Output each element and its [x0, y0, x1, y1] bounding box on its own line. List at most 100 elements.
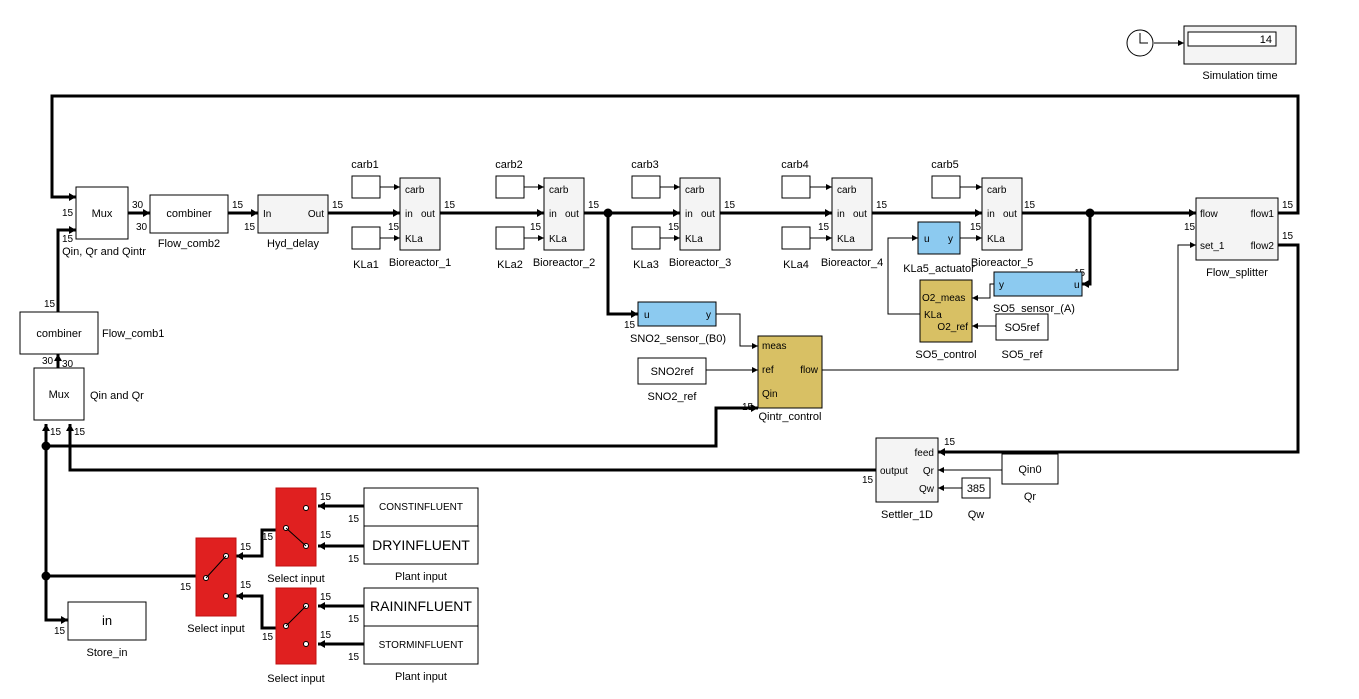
kla2-label: KLa2: [497, 259, 523, 271]
kla1-const-block[interactable]: [351, 226, 381, 250]
store-in-block[interactable]: in: [67, 601, 147, 641]
kla4-const-block[interactable]: [781, 226, 811, 250]
store-in-text: in: [102, 613, 112, 628]
sno2-ref-label: SNO2_ref: [648, 391, 698, 403]
reactor-in-port: in: [987, 209, 995, 220]
sno2-ref-text: SNO2ref: [651, 366, 695, 378]
reactor-in-port: in: [837, 209, 845, 220]
settler-block[interactable]: feed Qr Qw output: [875, 437, 939, 503]
simulation-time-value: 14: [1260, 34, 1272, 46]
select-input-mid[interactable]: [195, 537, 237, 617]
width-label: 15: [724, 200, 736, 211]
carb2-const-block[interactable]: [495, 175, 525, 199]
width-label: 15: [530, 222, 542, 233]
reactor-out-port: out: [1003, 209, 1017, 220]
width-label: 15: [668, 222, 680, 233]
kla3-label: KLa3: [633, 259, 659, 271]
carb4-label: carb4: [781, 159, 809, 171]
plant-input-bottom-block[interactable]: RAININFLUENT STORMINFLUENT: [363, 587, 479, 665]
reactor-out-port: out: [701, 209, 715, 220]
width-label: 15: [348, 554, 360, 565]
reactor-out-port: out: [421, 209, 435, 220]
store-in-label: Store_in: [87, 647, 128, 659]
width-label: 30: [62, 359, 74, 370]
sno2-sensor-block[interactable]: u y: [637, 301, 717, 327]
bioreactor-1-label: Bioreactor_1: [389, 257, 451, 269]
settler-qr-port: Qr: [923, 466, 935, 477]
clock-block[interactable]: [1126, 29, 1154, 57]
hyd-delay-block[interactable]: In Out: [257, 194, 329, 234]
qintr-qin-port: Qin: [762, 389, 778, 400]
flow-comb2-block[interactable]: combiner: [149, 194, 229, 234]
reactor-in-port: in: [685, 209, 693, 220]
reactor-carb-port: carb: [987, 185, 1007, 196]
carb3-const-block[interactable]: [631, 175, 661, 199]
so5-ref-block[interactable]: SO5ref: [995, 313, 1049, 341]
kla2-const-block[interactable]: [495, 226, 525, 250]
carb5-const-block[interactable]: [931, 175, 961, 199]
width-label: 15: [1282, 200, 1294, 211]
so5-ref-text: SO5ref: [1005, 322, 1041, 334]
mux-low-block[interactable]: Mux: [33, 367, 85, 421]
flow-splitter-block[interactable]: flow set_1 flow1 flow2: [1195, 197, 1279, 261]
kla5-actuator-block[interactable]: u y: [917, 221, 961, 255]
qintr-flow-port: flow: [800, 365, 819, 376]
mux-top-block[interactable]: Mux: [75, 186, 129, 240]
width-label: 15: [232, 200, 244, 211]
sno2-ref-block[interactable]: SNO2ref: [637, 357, 707, 385]
carb2-label: carb2: [495, 159, 523, 171]
bioreactor-4-label: Bioreactor_4: [821, 257, 883, 269]
storminfluent-label: STORMINFLUENT: [379, 640, 464, 651]
width-label: 15: [876, 200, 888, 211]
so5-control-block[interactable]: O2_meas KLa O2_ref: [919, 279, 973, 343]
raininfluent-label: RAININFLUENT: [370, 598, 472, 614]
clock-icon: [1139, 33, 1148, 44]
reactor-out-port: out: [853, 209, 867, 220]
junction-dots: [41, 208, 1095, 581]
carb1-label: carb1: [351, 159, 379, 171]
qintr-control-block[interactable]: meas ref Qin flow: [757, 335, 823, 409]
width-label: 15: [62, 234, 74, 245]
carb5-label: carb5: [931, 159, 959, 171]
reactor-carb-port: carb: [549, 185, 569, 196]
carb1-const-block[interactable]: [351, 175, 381, 199]
width-label: 15: [1024, 200, 1036, 211]
qw-const-block[interactable]: 385: [961, 477, 991, 499]
carb4-const-block[interactable]: [781, 175, 811, 199]
splitter-set-port: set_1: [1200, 241, 1225, 252]
mux-low-text: Mux: [49, 389, 70, 401]
so5-ref-label: SO5_ref: [1002, 349, 1044, 361]
qin0-text: Qin0: [1018, 464, 1041, 476]
bioreactor-5-label: Bioreactor_5: [971, 257, 1033, 269]
plant-input-top-block[interactable]: CONSTINFLUENT DRYINFLUENT: [363, 487, 479, 565]
plant-input-bottom-label: Plant input: [395, 671, 447, 683]
width-label: 15: [742, 402, 754, 413]
width-label: 15: [332, 200, 344, 211]
reactor-in-port: in: [549, 209, 557, 220]
width-label: 15: [818, 222, 830, 233]
bioreactor-3-label: Bioreactor_3: [669, 257, 731, 269]
reactor-carb-port: carb: [837, 185, 857, 196]
simulation-time-display[interactable]: 14: [1183, 25, 1297, 65]
so5-sensor-block[interactable]: y u: [993, 271, 1083, 297]
kla1-label: KLa1: [353, 259, 379, 271]
width-label: 15: [970, 222, 982, 233]
kla3-const-block[interactable]: [631, 226, 661, 250]
flow-comb2-label: Flow_comb2: [158, 238, 220, 250]
select-input-bottom[interactable]: [275, 587, 317, 665]
simulation-time-label: Simulation time: [1202, 70, 1277, 82]
width-label: 15: [320, 530, 332, 541]
width-label: 15: [588, 200, 600, 211]
qin0-block[interactable]: Qin0: [1001, 453, 1059, 485]
reactor-kla-port: KLa: [549, 234, 567, 245]
width-label: 15: [320, 630, 332, 641]
flow-comb1-block[interactable]: combiner: [19, 311, 99, 355]
select-input-top[interactable]: [275, 487, 317, 567]
reactor-carb-port: carb: [685, 185, 705, 196]
width-label: 15: [624, 320, 636, 331]
